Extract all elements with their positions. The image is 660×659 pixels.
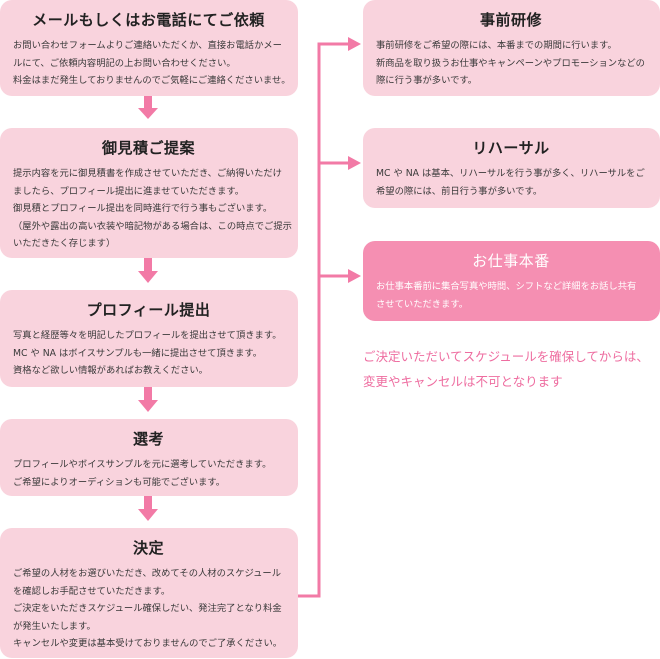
down-arrow-1 [138,96,158,119]
step-profile: プロフィール提出 写真と経歴等々を明記したプロフィールを提出させて頂きます。 M… [0,290,298,387]
step-title: 選考 [132,430,164,448]
step-text: させていただきます。 [376,298,469,310]
step-text: MC や NA は基本、リハーサルを行う事が多く、リハーサルをご [376,168,645,179]
step-text: 際に行う事が多いです。 [376,75,478,86]
step-text: 御見積とプロフィール提出を同時進行で行う事もございます。 [13,203,273,214]
note-line: ご決定いただいてスケジュールを確保してからは、 [363,349,649,364]
step-title: 御見積ご提案 [101,139,195,157]
step-estimate: 御見積ご提案 提示内容を元に御見積書を作成させていただき、ご納得いただけ ました… [0,128,298,258]
step-text: お問い合わせフォームよりご連絡いただくか、直接お電話かメー [13,40,282,51]
step-text: 新商品を取り扱うお仕事やキャンペーンやプロモーションなどの [376,57,645,69]
step-text: キャンセルや変更は基本受けておりませんのでご了承ください。 [13,638,283,649]
arrowhead-showtime [348,269,361,283]
step-text: ご希望の人材をお選びいただき、改めてその人材のスケジュール [13,568,282,579]
step-title: 事前研修 [479,11,542,29]
step-text: 提示内容を元に御見積書を作成させていただき、ご納得いただけ [13,168,282,179]
step-text: お仕事本番前に集合写真や時間、シフトなど詳細をお話し共有 [376,281,637,292]
cancellation-note: ご決定いただいてスケジュールを確保してからは、 変更やキャンセルは不可となります [363,344,649,394]
step-text: が発生いたします。 [13,620,96,632]
step-text: ご決定をいただきスケジュール確保しだい、発注完了となり料金 [13,603,282,614]
step-text: ましたら、プロフィール提出に進ませていただきます。 [13,185,245,197]
step-text: いただきたく存じます） [13,238,116,249]
step-title: プロフィール提出 [86,301,211,319]
step-text: プロフィールやボイスサンプルを元に選考していただきます。 [13,459,272,470]
step-title: リハーサル [472,139,550,157]
step-text: ご希望によりオーディションも可能でございます。 [13,476,226,488]
step-text: 事前研修をご希望の際には、本番までの期間に行います。 [376,40,617,51]
step-request: メールもしくはお電話にてご依頼 お問い合わせフォームよりご連絡いただくか、直接お… [0,0,298,96]
down-arrow-3 [138,387,158,412]
step-pre-training: 事前研修 事前研修をご希望の際には、本番までの期間に行います。 新商品を取り扱う… [363,0,660,96]
down-arrow-2 [138,258,158,283]
step-text: 料金はまだ発生しておりませんのでご気軽にご連絡くださいませ。 [13,75,291,86]
step-rehearsal: リハーサル MC や NA は基本、リハーサルを行う事が多く、リハーサルをご 希… [363,128,660,208]
branch-connector [298,42,350,598]
step-selection: 選考 プロフィールやボイスサンプルを元に選考していただきます。 ご希望によりオー… [0,419,298,496]
step-text: 希望の際には、前日行う事が多いです。 [376,185,543,197]
arrowhead-training [348,37,361,51]
step-text: ルにて、ご依頼内容明記の上お問い合わせください。 [13,57,236,69]
step-showtime: お仕事本番 お仕事本番前に集合写真や時間、シフトなど詳細をお話し共有 させていた… [363,241,660,321]
step-text: 資格など欲しい情報があればお教えください。 [13,365,208,376]
arrowhead-rehearsal [348,156,361,170]
step-text: 写真と経歴等々を明記したプロフィールを提出させて頂きます。 [13,330,282,341]
step-text: （屋外や露出の高い衣装や暗記物がある場合は、この時点でご提示 [13,220,292,232]
down-arrow-4 [138,496,158,521]
step-text: を確認しお手配させていただきます。 [13,585,171,597]
step-title: メールもしくはお電話にてご依頼 [32,11,265,29]
step-title: 決定 [132,539,164,557]
step-title: お仕事本番 [472,252,550,270]
step-text: MC や NA はボイスサンプルも一緒に提出させて頂きます。 [13,347,263,359]
step-decision: 決定 ご希望の人材をお選びいただき、改めてその人材のスケジュール を確認しお手配… [0,528,298,658]
note-line: 変更やキャンセルは不可となります [363,374,563,389]
